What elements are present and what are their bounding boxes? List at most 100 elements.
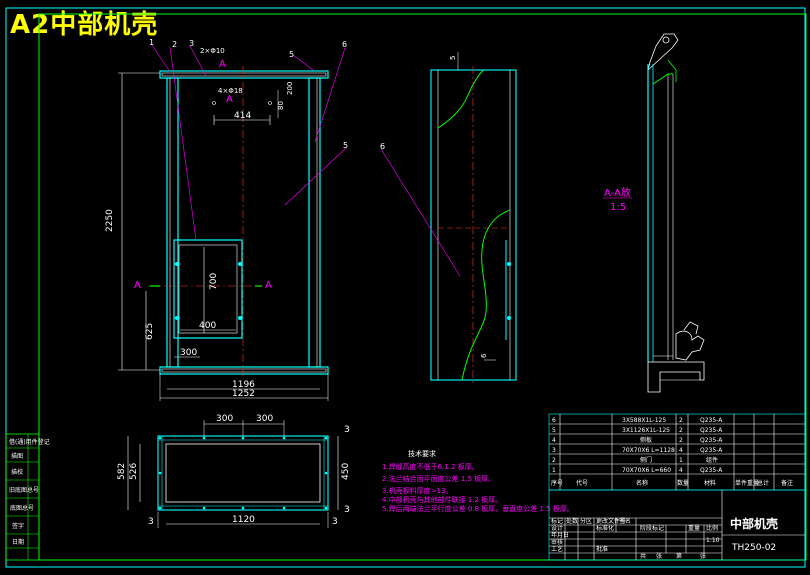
bom-row-5-no: 2: [552, 457, 556, 464]
tb-label-change: 更改文件号: [596, 517, 626, 525]
dim-700: 700: [209, 273, 219, 290]
strip-label-4: 旧底图总号: [9, 486, 39, 494]
dim-1252: 1252: [232, 389, 255, 399]
top-dim-1120: 1120: [232, 515, 255, 525]
tb-label-scale: 比例: [706, 524, 718, 532]
bom-row-6-qty: 4: [679, 467, 683, 474]
section-label-right: A: [265, 280, 272, 291]
bom-row-5-name: 侧门: [640, 456, 652, 464]
section-view: A-A放 1:5: [603, 33, 705, 393]
tb-label-sign: 签名: [619, 517, 631, 525]
part-number-3: 3: [189, 39, 194, 48]
technical-notes: 技术要求 1.焊缝高度不低于6,1.2 板厚。 2.法兰结合面平面度公差 1.5…: [382, 449, 574, 513]
dim-625: 625: [145, 323, 155, 340]
bom-header-total: 总计: [757, 479, 769, 487]
note-5: 5.焊后两端法兰平行度公差 0.8 板厚，垂直度公差 1.5 板厚。: [382, 504, 574, 513]
strip-label-3: 描校: [11, 468, 23, 476]
drawing-title: A2中部机壳: [10, 10, 159, 40]
bom-row-5-qty: 1: [679, 457, 683, 464]
title-block-text: 标记 处数 分区 更改文件号 签名 年月日 设计 标准化 审核 工艺 批准 阶段…: [551, 516, 778, 560]
note-3: 3.机壳板料厚度>13。: [382, 486, 452, 495]
bom-row-4-no: 3: [552, 447, 556, 454]
bom-row-4-qty: 4: [679, 447, 683, 454]
section-label-mid: A: [226, 94, 233, 105]
dim-2250: 2250: [105, 209, 115, 232]
title-block: [548, 489, 806, 561]
top-dim-3d: 3: [344, 505, 350, 515]
section-view-label: A-A放: [604, 186, 631, 199]
tb-label-stage: 阶段标记: [640, 524, 664, 532]
side-view: 6 5 6: [380, 52, 517, 384]
tb-label-zone: 分区: [580, 517, 592, 525]
bom-header-qty: 数量: [677, 479, 689, 487]
tb-label-standard: 标准化: [596, 524, 614, 532]
bom-row-3-qty: 2: [679, 437, 683, 444]
tb-label-approve: 批准: [596, 545, 608, 553]
tb-label-review: 审核: [551, 538, 563, 546]
dim-2x10: 2×Φ10: [200, 47, 225, 55]
part-number-5b: 5: [343, 141, 348, 150]
top-view: 300 300 582 526 450 1120 3 3 3 3: [117, 414, 351, 528]
tb-label-design: 设计: [551, 524, 563, 532]
bom-row-1-no: 6: [552, 417, 556, 424]
bom-row-4-name: 70X70X6 L=1128: [622, 447, 675, 454]
top-dim-582: 582: [117, 463, 127, 480]
bom-row-3-name: 侧板: [640, 436, 652, 444]
top-dim-526: 526: [129, 463, 139, 480]
bom-row-2-material: Q235-A: [700, 427, 723, 434]
bom-row-1-name: 3X588X1L-125: [622, 417, 666, 424]
part-number-5: 5: [289, 50, 294, 59]
part-number-1: 1: [149, 38, 154, 47]
top-dim-300a: 300: [216, 414, 233, 424]
bom-header-note: 备注: [781, 479, 793, 487]
tb-drawing-name: 中部机壳: [730, 516, 778, 531]
top-dim-3a: 3: [148, 517, 154, 527]
tb-label-sheet2: 张: [700, 552, 706, 560]
dim-4x18: 4×Φ18: [218, 87, 243, 95]
tb-label-weight: 重量: [688, 524, 700, 532]
bom-row-4-material: Q235-A: [700, 447, 723, 454]
dim-400: 400: [199, 321, 216, 331]
top-dim-300b: 300: [256, 414, 273, 424]
bom-row-1-material: Q235-A: [700, 417, 723, 424]
inner-frame: [38, 13, 807, 561]
top-dim-3b: 3: [332, 517, 338, 527]
front-view: A A A A 2250 625 700 400 300 1196 1252 4…: [105, 38, 348, 401]
bom-row-6-name: 70X70X6 L=660: [622, 467, 671, 474]
bom-row-3-no: 4: [552, 437, 556, 444]
dim-300: 300: [180, 348, 197, 358]
tb-label-mark: 标记: [551, 517, 563, 525]
note-1: 1.焊缝高度不低于6,1.2 板厚。: [382, 462, 479, 471]
dim-200: 200: [286, 82, 294, 95]
side-dim-6: 6: [480, 353, 488, 358]
tb-drawing-code: TH250-02: [731, 543, 776, 553]
strip-label-7: 日期: [12, 538, 24, 546]
tb-scale-value: 1:10: [706, 537, 720, 544]
bom-row-1-qty: 2: [679, 417, 683, 424]
bom-header-code: 代号: [576, 479, 588, 487]
bom-row-2-no: 5: [552, 427, 556, 434]
tb-label-total: 共: [640, 552, 646, 560]
dim-414: 414: [234, 111, 251, 121]
section-view-scale: 1:5: [610, 202, 626, 213]
notes-title: 技术要求: [408, 449, 436, 458]
side-part-number-6: 6: [380, 142, 385, 151]
strip-label-6: 签字: [12, 522, 24, 530]
strip-label-2: 描图: [11, 452, 23, 460]
tb-label-process: 工艺: [551, 545, 563, 553]
strip-label-5: 底图总号: [10, 504, 34, 512]
bom-rows: 6 3X588X1L-125 2 Q235-A 5 3X1126X1L-125 …: [551, 417, 793, 487]
tb-label-count: 处数: [566, 517, 578, 525]
part-number-2: 2: [172, 40, 177, 49]
dim-80: 80: [277, 101, 285, 110]
left-registration-strip: 借(通)用件登记 描图 描校 旧底图总号 底图总号 签字 日期: [5, 433, 50, 561]
section-label-left: A: [134, 280, 141, 291]
section-label-top: A: [219, 59, 226, 70]
bom-header-weight: 单件重量: [735, 479, 759, 487]
side-dim-5: 5: [449, 56, 457, 60]
tb-label-of: 第: [676, 552, 682, 560]
note-4: 4.中部机壳与其他部件联接 1.2 板厚。: [382, 495, 502, 504]
strip-label-1: 借(通)用件登记: [9, 438, 50, 446]
tb-label-sheet1: 张: [656, 552, 662, 560]
